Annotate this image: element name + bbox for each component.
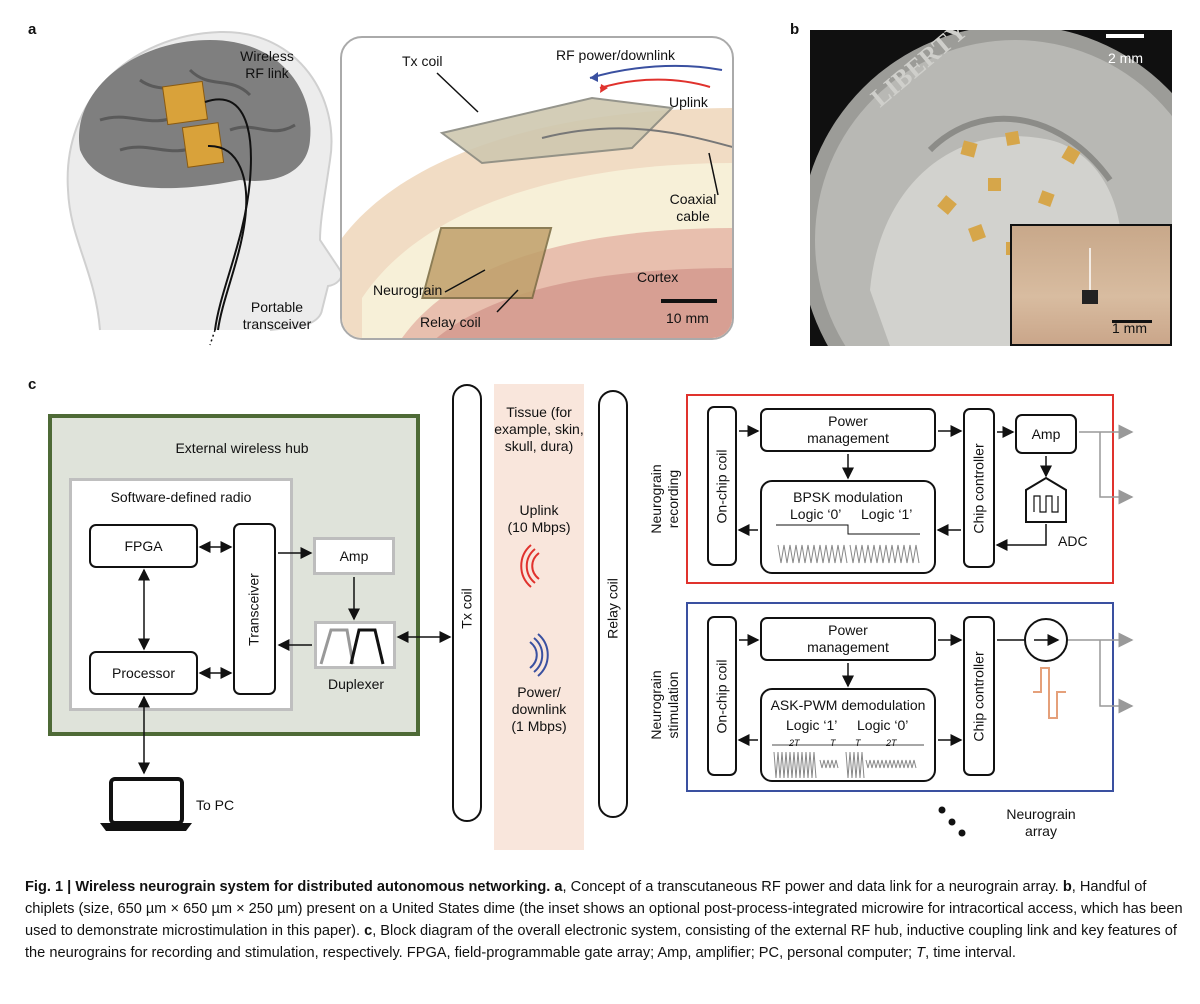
caption-end-text: , time interval.	[925, 945, 1016, 961]
hub-amp-block: Amp	[313, 537, 395, 575]
recording-amp-block: Amp	[1015, 414, 1077, 454]
bpsk-logic-1: Logic ‘1’	[861, 506, 913, 522]
neurograin-patch-1	[161, 80, 209, 126]
to-pc-label: To PC	[196, 797, 235, 813]
askpwm-logic-0: Logic ‘0’	[857, 717, 909, 733]
rf-power-downlink-label: RF power/downlink	[556, 47, 676, 63]
neurograin-stimulation-box	[686, 602, 1114, 792]
caption-a-text: , Concept of a transcutaneous RF power a…	[562, 879, 1059, 895]
caption-a-letter: a	[554, 879, 563, 895]
uplink-rate-label: Uplink(10 Mbps)	[507, 502, 571, 535]
relay-coil-bar	[598, 390, 628, 818]
tissue-band	[494, 384, 584, 850]
downlink-rate-label: Power/downlink(1 Mbps)	[511, 684, 567, 734]
caption-fig-number: Fig. 1 |	[25, 879, 76, 895]
panel-a-leader-lines	[436, 64, 723, 313]
tx-coil-label: Tx coil	[402, 53, 443, 69]
duplexer-label: Duplexer	[327, 676, 385, 692]
tx-coil-art	[439, 96, 675, 165]
chiplets	[937, 130, 1081, 255]
caption-t-italic: T	[916, 945, 926, 961]
figure-caption: Fig. 1 | Wireless neurograin system for …	[25, 876, 1185, 964]
downlink-wave-icon	[529, 633, 549, 677]
stimulation-pulse-icon	[1033, 667, 1066, 719]
scale-bar-10mm-label: 10 mm	[666, 310, 709, 326]
processor-block: Processor	[89, 651, 198, 695]
cortex-label: Cortex	[637, 269, 679, 285]
fpga-block: FPGA	[89, 524, 198, 568]
neurograin-label: Neurograin	[373, 282, 443, 298]
relay-coil-label: Relay coil	[420, 314, 481, 330]
neurograin-patch-2	[181, 122, 225, 168]
caption-b-text: , Handful of chiplets (size, 650 µm × 65…	[25, 879, 1183, 939]
sdr-title: Software-defined radio	[110, 489, 252, 505]
hub-title: External wireless hub	[175, 440, 309, 456]
tx-coil-bar	[452, 384, 482, 822]
t-label-t-a: T	[830, 738, 836, 748]
duplexer-icon	[319, 628, 385, 665]
recording-chip-controller	[963, 408, 995, 568]
microwire-inset-art	[1082, 248, 1152, 323]
caption-b-letter: b	[1062, 879, 1072, 895]
scale-bar-2mm-label: 2 mm	[1108, 50, 1143, 66]
caption-title: Wireless neurograin system for distribut…	[75, 879, 551, 895]
recording-on-chip-coil	[707, 406, 737, 566]
scale-bar-1mm-label: 1 mm	[1112, 320, 1147, 336]
caption-c-letter: c	[364, 923, 373, 939]
neurograin-recording-box	[686, 394, 1114, 584]
panel-c-label: c	[28, 376, 37, 393]
relay-coil-art	[421, 227, 553, 299]
panel-b-label: b	[790, 21, 800, 38]
tissue-cross-section-figure	[340, 36, 734, 340]
caption-c-text: , Block diagram of the overall electroni…	[25, 923, 1177, 961]
transceiver-block	[233, 523, 276, 695]
askpwm-logic-1: Logic ‘1’	[786, 717, 838, 733]
microwire-inset	[1010, 224, 1172, 346]
panel-a-label: a	[28, 21, 37, 38]
t-label-2t-a: 2T	[789, 738, 800, 748]
stimulation-on-chip-coil	[707, 616, 737, 776]
uplink-wave-icon	[520, 544, 540, 588]
adc-label: ADC	[1058, 533, 1088, 549]
t-label-2t-b: 2T	[886, 738, 897, 748]
bpsk-logic-0: Logic ‘0’	[790, 506, 842, 522]
head-illustration	[66, 30, 343, 346]
duplexer-block	[314, 621, 396, 669]
tissue-cross-section-art	[342, 96, 732, 338]
t-label-t-b: T	[855, 738, 861, 748]
uplink-label: Uplink	[669, 94, 708, 110]
stimulation-chip-controller	[963, 616, 995, 776]
